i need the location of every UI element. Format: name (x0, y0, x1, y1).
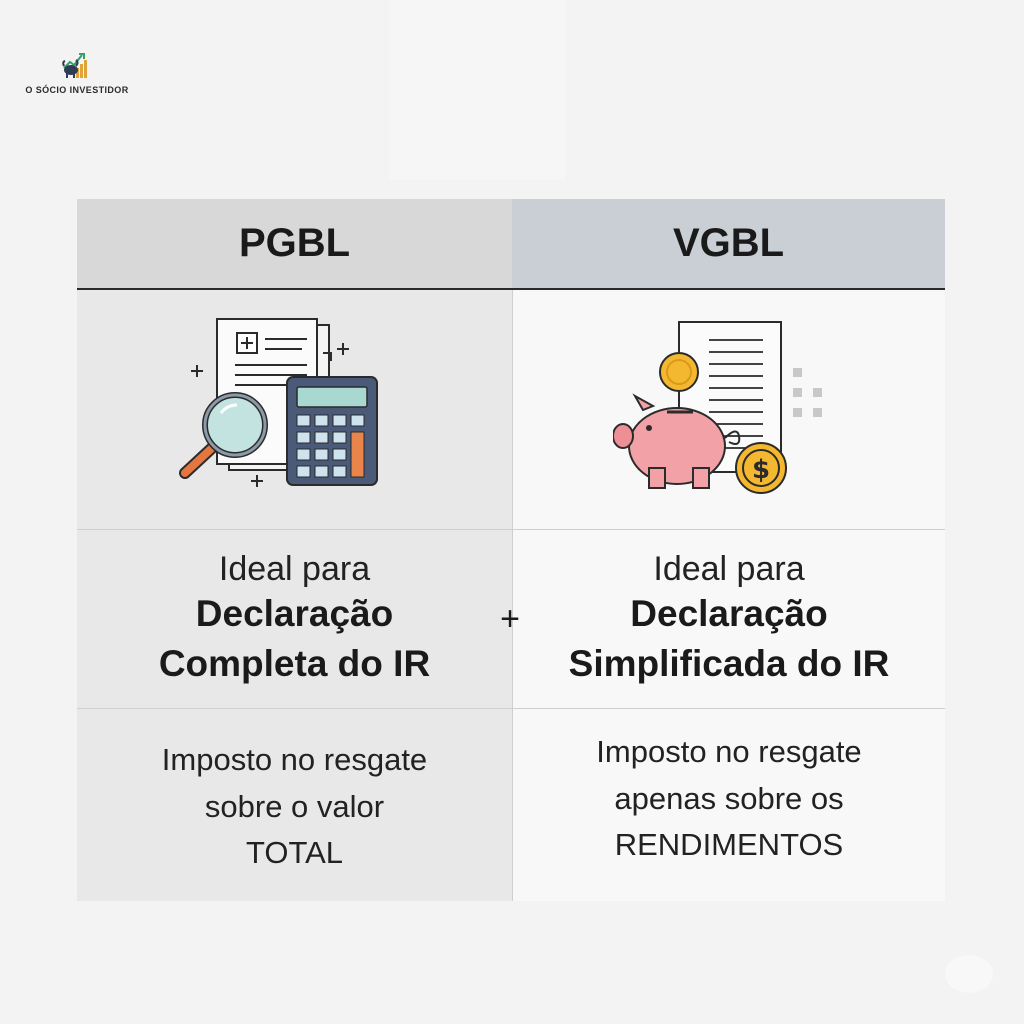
pgbl-declaration-type: Completa do IR (158, 642, 431, 684)
vgbl-tax-line-2: apenas sobre os (614, 780, 844, 816)
pgbl-header: PGBL (77, 199, 512, 290)
brand-name: O SÓCIO INVESTIDOR (25, 85, 129, 95)
pgbl-tax-cell: Imposto no resgate sobre o valor TOTAL (77, 709, 512, 901)
vgbl-declaration-title: Declaração (630, 593, 828, 635)
pgbl-tax-line-2: sobre o valor (204, 788, 385, 824)
plus-separator: + (500, 600, 520, 638)
pgbl-tax-line-1: Imposto no resgate (161, 742, 428, 777)
vgbl-illustration-cell: $ (512, 290, 945, 530)
pgbl-ideal-label: Ideal para (218, 550, 371, 589)
corner-bubble (945, 955, 993, 993)
pgbl-declaration-title: Declaração (195, 593, 394, 635)
background-panel (390, 0, 565, 180)
vgbl-header: VGBL (512, 199, 945, 290)
brand-logo: O SÓCIO INVESTIDOR (22, 50, 132, 100)
vgbl-tax-line-1: Imposto no resgate (596, 734, 862, 769)
vgbl-declaration-cell: Ideal para Declaração Simplificada do IR (512, 530, 945, 709)
svg-text:$: $ (752, 455, 770, 485)
document-calculator-magnifier-icon (179, 318, 378, 487)
vgbl-declaration-type: Simplificada do IR (568, 642, 890, 684)
vgbl-tax-line-3: RENDIMENTOS (614, 827, 844, 862)
bull-chart-logo-icon (62, 53, 87, 78)
vgbl-tax-cell: Imposto no resgate apenas sobre os RENDI… (512, 709, 945, 901)
piggy-bank-coins-document-icon: $ (613, 321, 822, 494)
pgbl-declaration-cell: Ideal para Declaração Completa do IR (77, 530, 512, 709)
pgbl-illustration-cell (77, 290, 512, 530)
pgbl-tax-line-3: TOTAL (245, 835, 344, 870)
comparison-table: PGBL VGBL (77, 199, 945, 901)
vgbl-ideal-label: Ideal para (653, 550, 805, 589)
